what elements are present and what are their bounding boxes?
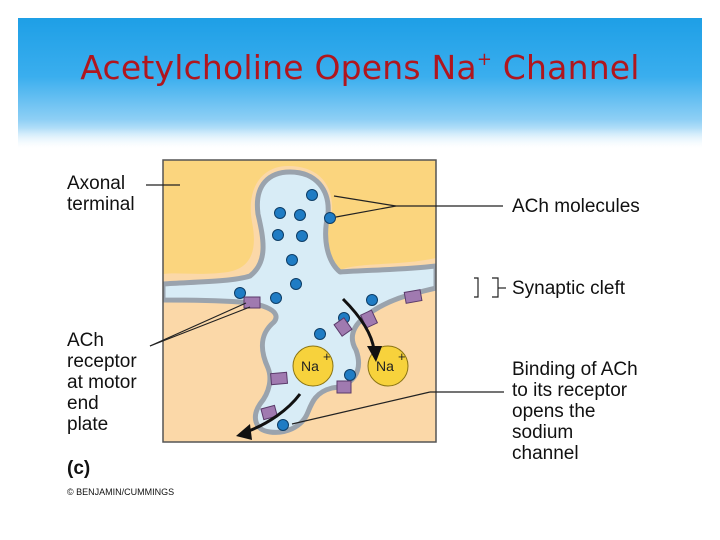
ach-molecule [286, 254, 298, 266]
leader-lines [146, 184, 506, 425]
leader-ach-molecules-a [333, 195, 397, 207]
label-ach-receptor: ACh receptor at motor end plate [67, 330, 137, 435]
ach-molecule [306, 189, 318, 201]
label-axonal-terminal: Axonal terminal [67, 173, 135, 215]
ach-diffusion-arrow [341, 297, 382, 362]
label-synaptic-cleft: Synaptic cleft [512, 278, 625, 299]
ach-receptor [243, 296, 261, 309]
sodium-ion-label: Na [301, 358, 319, 374]
ach-molecule [296, 230, 308, 242]
ach-receptors [243, 289, 423, 421]
title-banner [18, 18, 702, 148]
ach-molecule [344, 369, 356, 381]
leader-ach-molecules-b [335, 205, 397, 218]
ach-molecule [234, 287, 246, 299]
panel-label: (c) [67, 458, 91, 479]
label-binding: Binding of ACh to its receptor opens the… [512, 359, 638, 464]
synaptic-cleft-region [163, 169, 436, 435]
ach-molecule [274, 207, 286, 219]
ach-molecule [277, 419, 289, 431]
copyright-notice: © BENJAMIN/CUMMINGS [67, 487, 175, 497]
ach-receptor [333, 317, 353, 337]
slide-title: Acetylcholine Opens Na+ Channel [80, 48, 640, 87]
ach-molecule [290, 278, 302, 290]
ach-molecule [366, 294, 378, 306]
leader-ach-receptor-b [149, 306, 251, 347]
ach-molecule [314, 328, 326, 340]
ach-molecule [270, 292, 282, 304]
sodium-ion-charge: + [398, 349, 406, 364]
ach-receptor [260, 404, 278, 421]
ach-receptor [270, 371, 289, 386]
ach-receptor [336, 380, 352, 394]
diagram-border [162, 159, 437, 443]
cleft-bracket-inner [474, 277, 479, 298]
sodium-ion-charge: + [323, 349, 331, 364]
leader-binding-to-channel [291, 391, 431, 425]
sodium-entry-arrow [236, 393, 302, 440]
ach-molecules [234, 189, 378, 431]
sodium-ion-label: Na [376, 358, 394, 374]
ach-molecule [272, 229, 284, 241]
ach-molecule [324, 212, 336, 224]
axonal-terminal-region [163, 160, 436, 274]
leader-ach-receptor-a [149, 302, 247, 347]
ach-receptor [403, 289, 423, 304]
cleft-bracket-outer [492, 277, 499, 298]
sodium-ion-left: Na + [292, 345, 334, 387]
label-ach-molecules: ACh molecules [512, 196, 640, 217]
ach-molecule [294, 209, 306, 221]
